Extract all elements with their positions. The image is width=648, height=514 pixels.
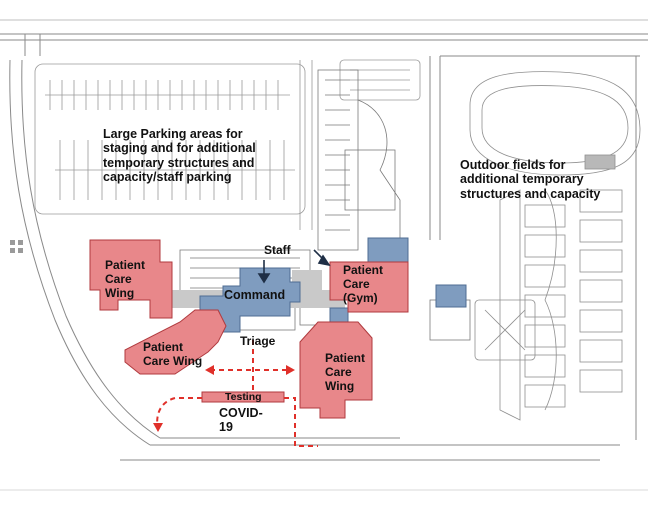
wing-label-line: Wing — [325, 378, 355, 393]
left-markers — [10, 240, 23, 253]
outdoor-fields-label: Outdoor fields for additional temporary … — [460, 158, 600, 201]
patient-care-gym-label: Patient Care (Gym) — [343, 263, 384, 305]
parking-label-line: temporary structures and — [103, 155, 255, 170]
patient-care-wing-gym — [329, 261, 409, 313]
wing-label-line: Care — [325, 364, 352, 379]
wing-label-line: Patient — [143, 340, 184, 354]
wing-label-line: (Gym) — [343, 290, 378, 305]
patient-care-wing-nw — [89, 239, 173, 319]
route-arrows — [153, 365, 295, 432]
command-area — [149, 237, 467, 333]
wing-label-line: Care — [343, 276, 370, 291]
covid-19-label: COVID- 19 — [219, 406, 263, 435]
parking-label-line: Large Parking areas for — [103, 127, 243, 141]
parking-area-label: Large Parking areas for staging and for … — [103, 127, 256, 185]
fields-label-line: structures and capacity — [460, 186, 601, 201]
wing-label-line: Care — [105, 271, 132, 286]
fields-label-line: Outdoor fields for — [460, 158, 566, 172]
wing-label-line: Patient — [105, 258, 146, 272]
wing-label-line: Wing — [105, 285, 135, 300]
patient-care-wing-sw-label: Patient Care Wing — [143, 340, 203, 369]
command-label: Command — [224, 288, 286, 302]
staff-label: Staff — [264, 243, 291, 257]
outdoor-fields — [469, 71, 641, 421]
parking-label-line: capacity/staff parking — [103, 170, 232, 185]
patient-flow-route — [156, 340, 318, 447]
wing-label-line: Care Wing — [143, 353, 203, 368]
wing-label-line: Patient — [343, 263, 384, 277]
patient-care-wing-se-label: Patient Care Wing — [325, 351, 366, 393]
covid-label-line: 19 — [219, 420, 233, 435]
staff-arrows — [257, 249, 331, 284]
patient-care-wing-nw-label: Patient Care Wing — [105, 258, 146, 300]
parking-lots — [34, 59, 421, 230]
testing-label: Testing — [225, 391, 262, 403]
parking-label-line: staging and for additional — [103, 141, 256, 156]
patient-care-wing-se — [299, 321, 373, 419]
wing-label-line: Patient — [325, 351, 366, 365]
perimeter-roads — [0, 33, 648, 461]
covid-label-line: COVID- — [219, 406, 263, 420]
patient-care-wing-sw — [124, 309, 227, 375]
fields-label-line: additional temporary — [460, 172, 584, 187]
triage-label: Triage — [240, 334, 276, 348]
